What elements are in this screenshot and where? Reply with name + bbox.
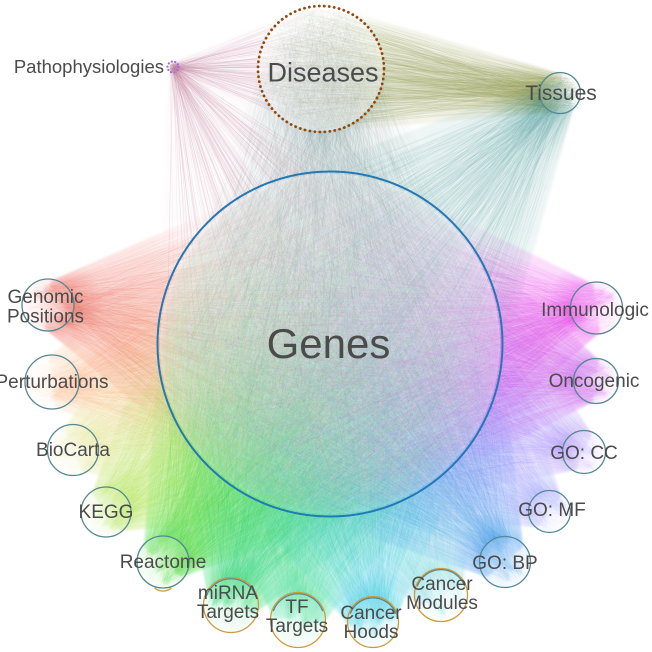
svg-text:Diseases: Diseases bbox=[267, 58, 378, 88]
svg-text:Immunologic: Immunologic bbox=[541, 300, 649, 321]
svg-text:Reactome: Reactome bbox=[120, 552, 207, 573]
svg-text:Perturbations: Perturbations bbox=[0, 372, 109, 393]
svg-text:Positions: Positions bbox=[7, 307, 84, 328]
svg-text:KEGG: KEGG bbox=[79, 502, 134, 523]
svg-text:GO: CC: GO: CC bbox=[550, 443, 618, 464]
svg-text:Targets: Targets bbox=[197, 602, 259, 623]
svg-text:GO: MF: GO: MF bbox=[518, 500, 586, 521]
svg-text:GO: BP: GO: BP bbox=[472, 553, 537, 574]
svg-text:TF: TF bbox=[285, 597, 308, 618]
svg-text:Modules: Modules bbox=[406, 593, 478, 614]
svg-text:miRNA: miRNA bbox=[198, 583, 258, 604]
svg-text:Genes: Genes bbox=[267, 320, 391, 367]
svg-text:Oncogenic: Oncogenic bbox=[549, 371, 640, 392]
svg-text:BioCarta: BioCarta bbox=[36, 440, 110, 461]
svg-text:Genomic: Genomic bbox=[7, 287, 83, 308]
svg-text:Cancer: Cancer bbox=[340, 603, 402, 624]
svg-text:Cancer: Cancer bbox=[411, 574, 473, 595]
svg-text:Tissues: Tissues bbox=[525, 82, 597, 105]
svg-text:Pathophysiologies: Pathophysiologies bbox=[14, 56, 164, 77]
svg-text:Hoods: Hoods bbox=[344, 622, 399, 643]
svg-text:Targets: Targets bbox=[266, 616, 328, 637]
